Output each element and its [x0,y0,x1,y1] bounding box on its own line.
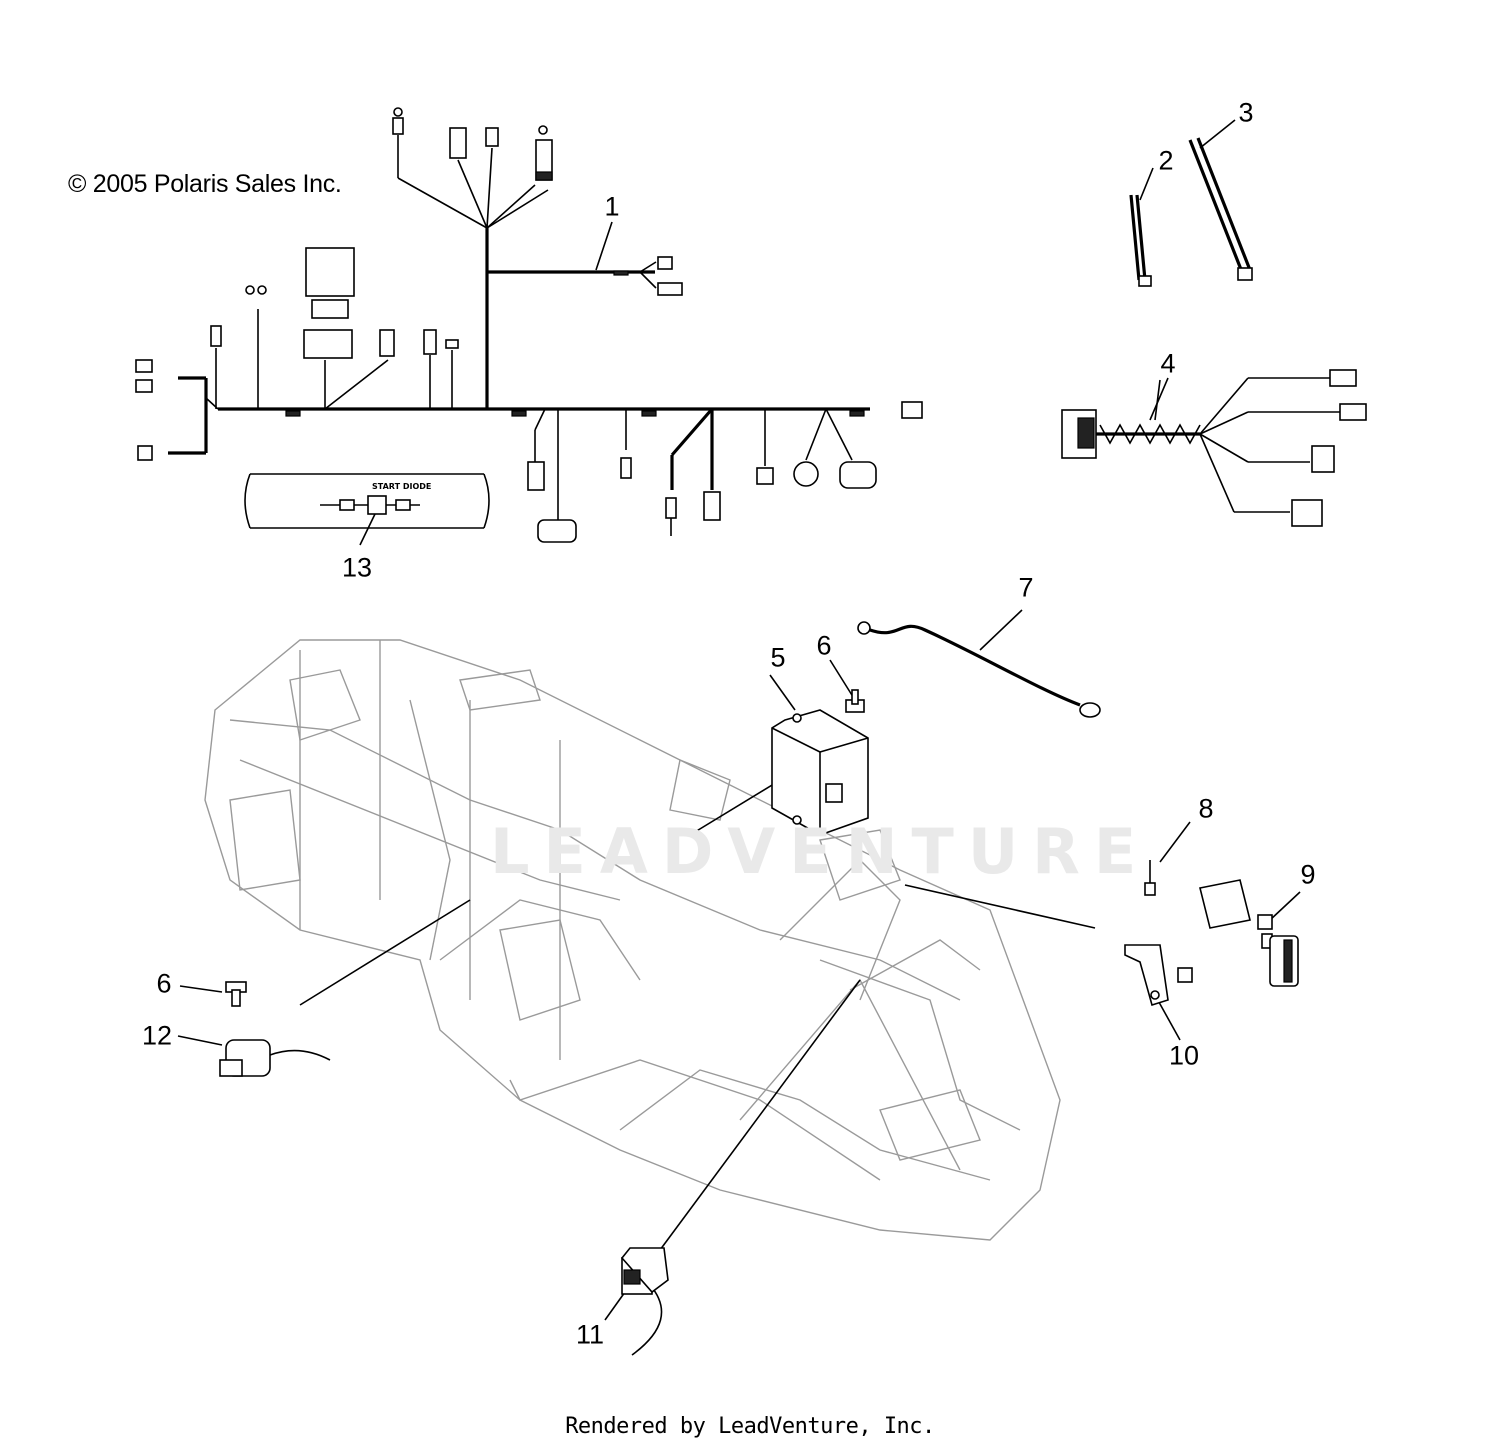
fuse-box [1199,879,1299,987]
callout-2: 2 [1158,145,1174,176]
push-pin [1144,860,1156,896]
atv-frame [204,639,1061,1241]
screw-top [845,689,865,713]
start-diode-inset [244,473,490,546]
footer-credit: Rendered by LeadVenture, Inc. [565,1414,935,1439]
callout-6-left: 6 [156,968,172,999]
callout-4: 4 [1160,348,1176,379]
callout-9: 9 [1300,859,1316,890]
callout-13: 13 [341,552,373,583]
wiring-harness [135,107,923,543]
ground-cable [857,621,1101,718]
callout-6-top: 6 [816,630,832,661]
callout-10: 10 [1168,1040,1200,1071]
relay [620,1247,669,1295]
screw-left [225,981,247,1007]
cdi-box [771,709,869,836]
start-diode-label: START DIODE [372,482,432,491]
callout-1: 1 [604,191,620,222]
callout-7: 7 [1018,572,1034,603]
callout-3: 3 [1238,97,1254,128]
callout-12: 12 [141,1020,173,1051]
watermark: LEADVENTURE [490,815,1151,888]
callout-8: 8 [1198,793,1214,824]
ignition-coil [219,1039,331,1077]
callout-5: 5 [770,642,786,673]
callout-11: 11 [575,1319,605,1350]
bracket [1124,944,1193,1007]
copyright-notice: © 2005 Polaris Sales Inc. [68,170,342,198]
sub-harness [1061,369,1367,527]
cable-ties [1129,119,1253,287]
